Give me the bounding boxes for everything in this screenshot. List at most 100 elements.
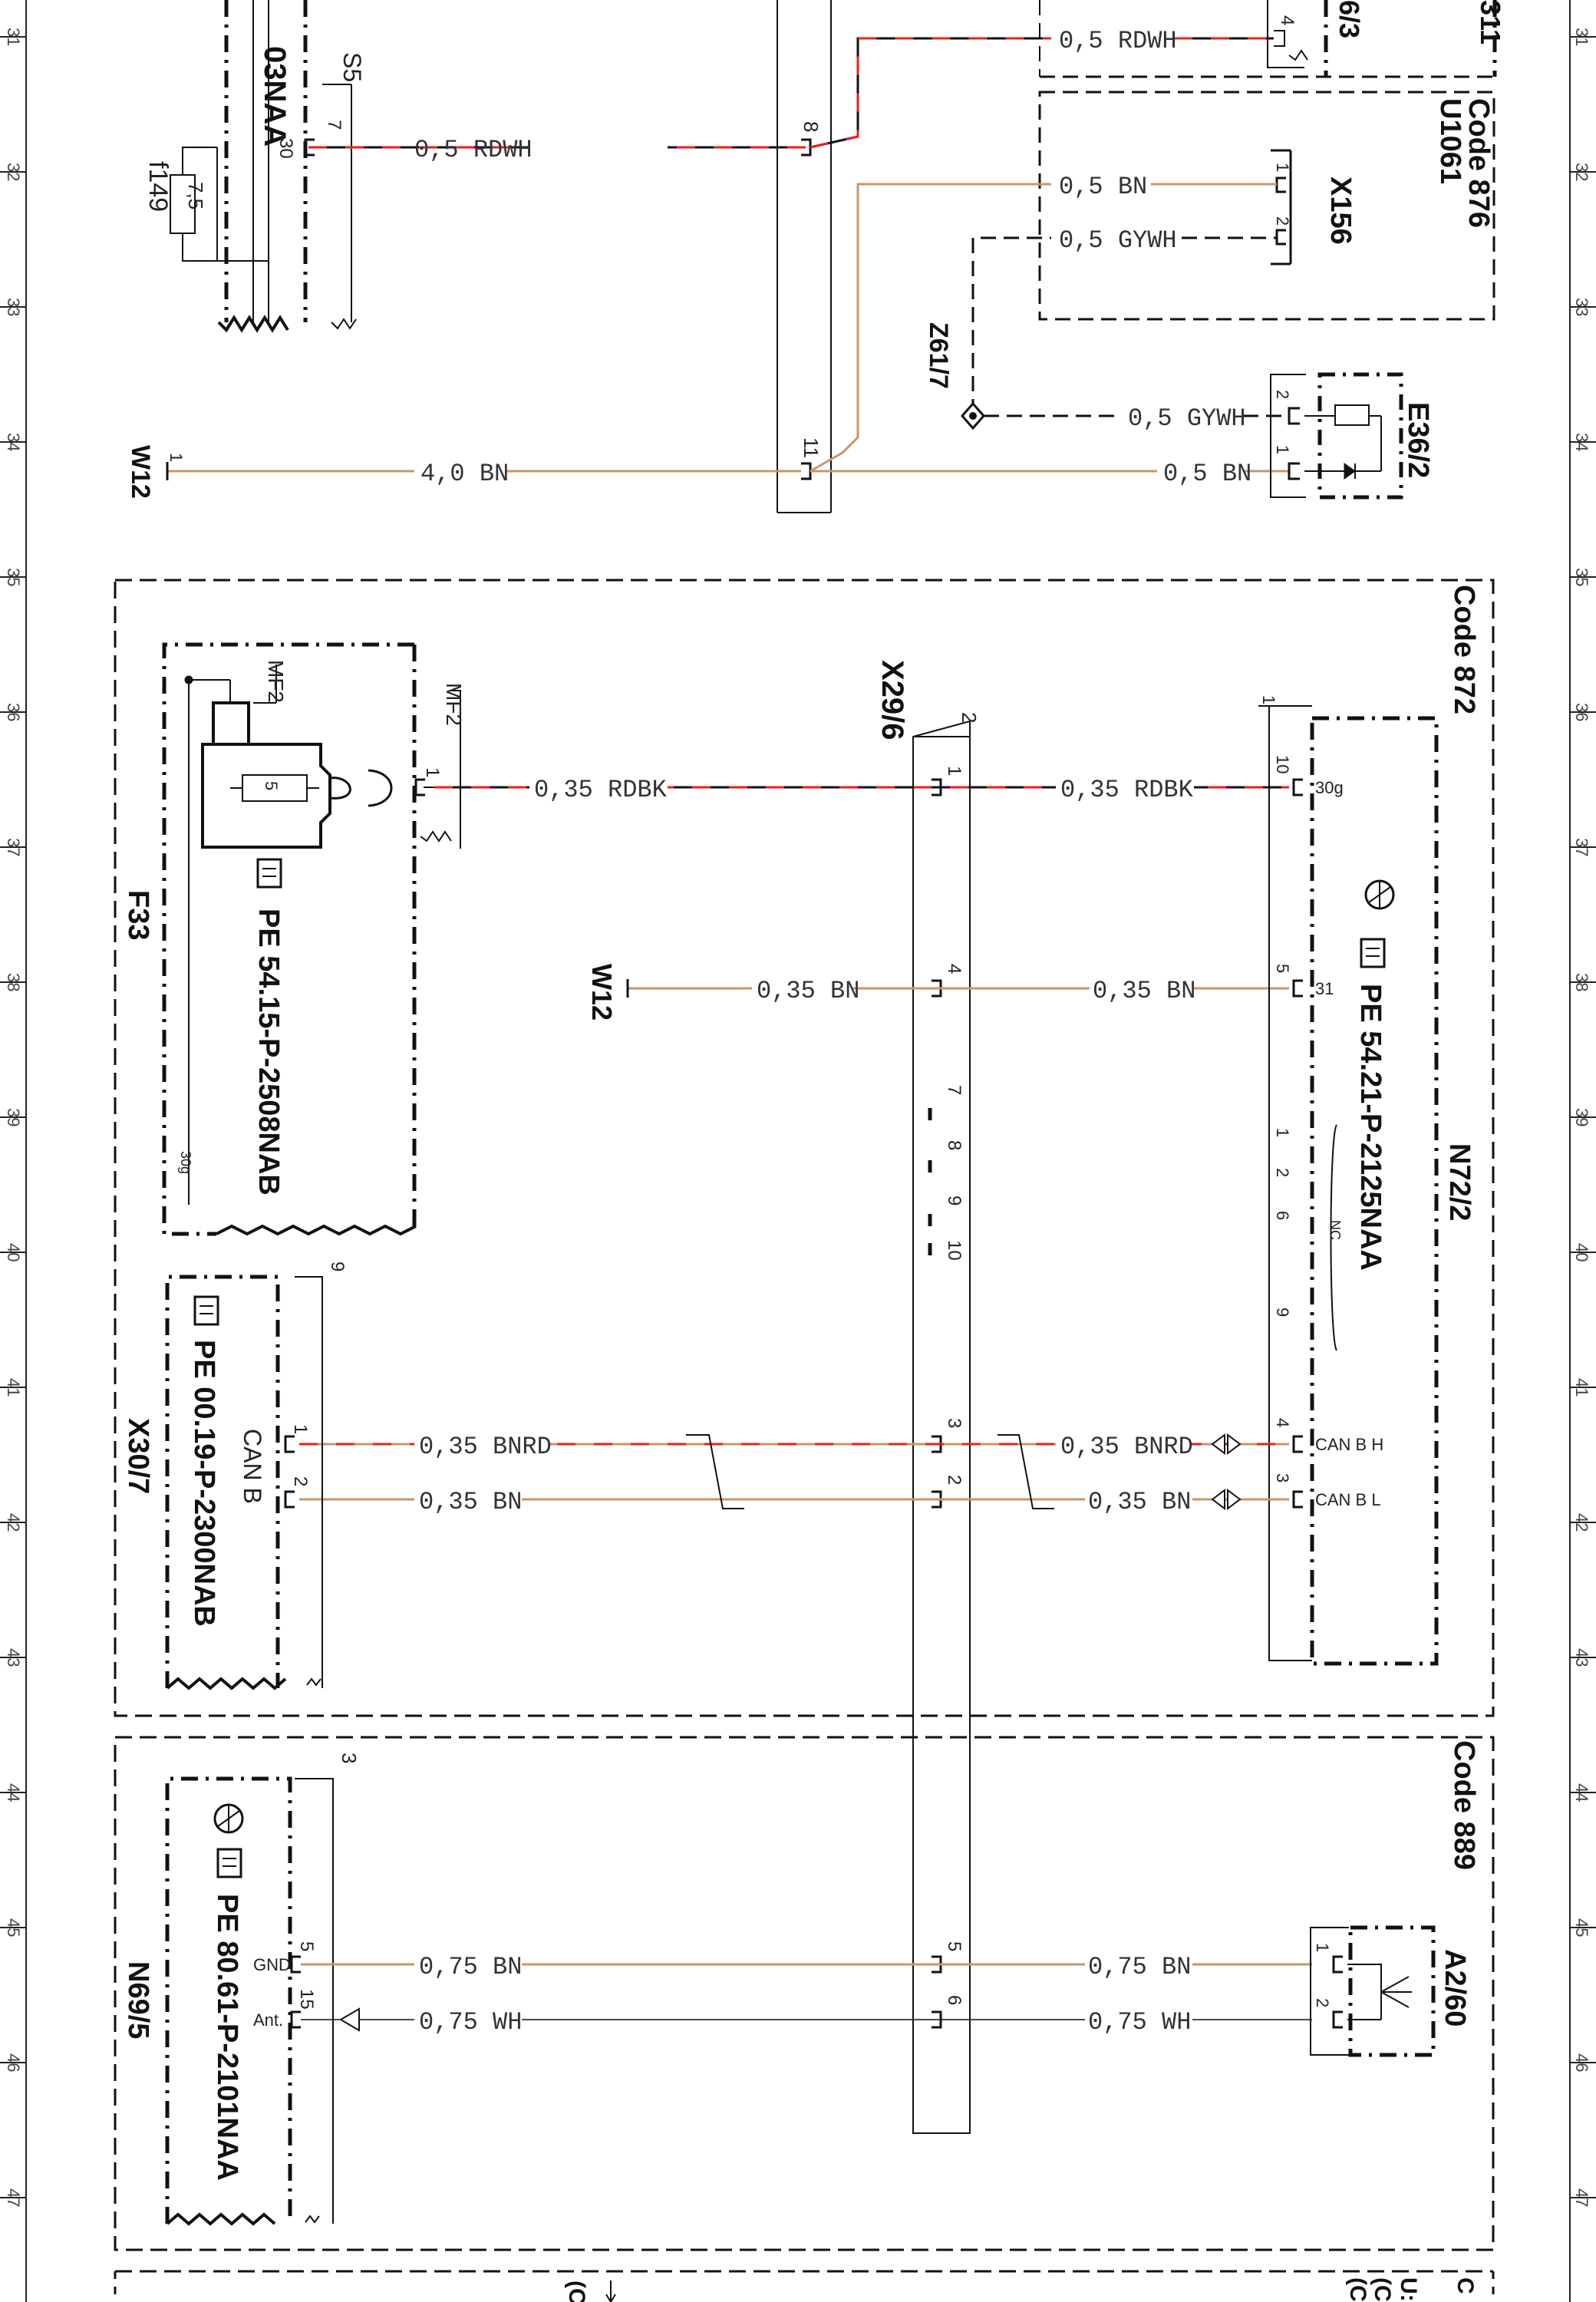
partial-right-63: 6/3 xyxy=(1334,0,1365,38)
wire-rdwh-left xyxy=(308,134,806,161)
wire-bn-w12-label: 0,35 BN xyxy=(757,977,859,1005)
grid-label-right: 38 xyxy=(1572,973,1591,991)
grid-label-right: 34 xyxy=(1572,433,1591,451)
f33-30g: 30g xyxy=(178,1151,193,1174)
n69-pe-icon xyxy=(216,1848,242,1878)
grid-label-left: 31 xyxy=(4,28,23,46)
wire-bnrd-left-label: 0,35 BNRD xyxy=(419,1433,552,1461)
grid-label-right: 47 xyxy=(1572,2188,1591,2207)
grid-label-left: 42 xyxy=(4,1513,23,1532)
code872-label: Code 872 xyxy=(1448,585,1480,714)
wire-075bn xyxy=(301,1951,1312,1978)
n69-label: N69/5 xyxy=(122,1961,154,2039)
wire-40bn-label: 4,0 BN xyxy=(420,460,509,488)
x30-pe-ref: PE 00.19-P-2300NAB xyxy=(188,1340,220,1627)
n72-pin4: 4 xyxy=(1273,1418,1292,1427)
fuse5-label: 5 xyxy=(262,781,281,790)
grid-label-right: 31 xyxy=(1572,28,1591,46)
n69-ant: Ant. xyxy=(253,2010,283,2030)
n69-p5: 5 xyxy=(296,1941,317,1951)
x29-p7: 7 xyxy=(944,1085,965,1095)
mf2-label-b: MF2 xyxy=(442,683,466,726)
grid-label-left: 37 xyxy=(4,838,23,856)
n72-31: 31 xyxy=(1315,979,1334,998)
e36-label: E36/2 xyxy=(1402,402,1434,478)
wire-bn-x156-label: 0,5 BN xyxy=(1059,173,1147,201)
n72-pe-ref: PE 54.21-P-2125NAA xyxy=(1354,984,1387,1271)
grid-label-right: 44 xyxy=(1572,1783,1591,1802)
x30-pin9: 9 xyxy=(327,1261,348,1271)
code889-box xyxy=(114,1736,1495,2251)
x29-p2: 2 xyxy=(944,1475,965,1485)
grid-label-left: 40 xyxy=(4,1243,23,1261)
grid-label-right: 43 xyxy=(1572,1648,1591,1667)
f149-rating: 7,5 xyxy=(184,182,207,209)
n69-pe-ref: PE 80.61-P-2101NAA xyxy=(211,1894,243,2181)
n72-30g: 30g xyxy=(1315,778,1344,797)
top-center-connector xyxy=(777,0,832,513)
a2-component xyxy=(1310,1925,1436,2057)
x29-p1: 1 xyxy=(944,766,965,776)
pin8-label: 8 xyxy=(800,121,823,132)
n72-pe-icon xyxy=(1360,938,1386,968)
pin-marker-30 xyxy=(304,138,315,157)
wire-075bn-left-label: 0,75 BN xyxy=(419,1953,522,1981)
x30-pe-icon xyxy=(193,1295,219,1326)
code872-box xyxy=(114,579,1495,1717)
n72-pin5: 5 xyxy=(1273,964,1292,973)
wire-075wh-right-label: 0,75 WH xyxy=(1088,2008,1191,2037)
bottom-partial-c5: C xyxy=(1453,2277,1478,2294)
x30-canb: CAN B xyxy=(239,1429,266,1504)
grid-label-right: 42 xyxy=(1572,1513,1591,1532)
x29-p8: 8 xyxy=(944,1140,965,1150)
n72-p9: 9 xyxy=(1273,1308,1292,1317)
w12-top-label: W12 xyxy=(126,445,155,499)
wire-can-l-left-label: 0,35 BN xyxy=(419,1488,522,1516)
z61-splice xyxy=(961,401,1120,430)
grid-label-right: 32 xyxy=(1572,163,1591,181)
wire-bn-w12 xyxy=(626,975,1289,1002)
n69-p15: 15 xyxy=(296,1989,317,2010)
e36-pin2: 2 xyxy=(1273,390,1292,399)
x156-label: X156 xyxy=(1324,176,1357,245)
grid-label-left: 39 xyxy=(4,1108,23,1126)
grid-frame xyxy=(25,0,1571,2302)
n72-nc: NC xyxy=(1327,1220,1343,1240)
bottom-partial-c1: (C xyxy=(564,2281,589,2302)
code876-label: Code 876 xyxy=(1462,98,1495,228)
n69-component xyxy=(165,1776,334,2226)
x29-p9: 9 xyxy=(944,1196,965,1205)
wire-can-l xyxy=(299,1486,1289,1513)
x156-pin1: 1 xyxy=(1273,163,1292,172)
wire-gywh-e36-label: 0,5 GYWH xyxy=(1128,404,1246,433)
x29-p4: 4 xyxy=(944,964,965,974)
wire-can-l-right-label: 0,35 BN xyxy=(1088,1488,1191,1516)
x29-pin-markers xyxy=(932,778,942,2029)
grid-label-right: 45 xyxy=(1572,1918,1591,1937)
x156-pin2: 2 xyxy=(1273,216,1292,226)
n72-pin10: 10 xyxy=(1273,755,1292,773)
grid-label-left: 36 xyxy=(4,703,23,721)
grid-label-left: 46 xyxy=(4,2053,23,2072)
x30-p1: 1 xyxy=(290,1424,311,1434)
z61-label: Z61/7 xyxy=(924,322,953,389)
n72-label: N72/2 xyxy=(1443,1143,1476,1221)
f33-pe-ref: PE 54.15-P-2508NAB xyxy=(252,909,285,1196)
w12-label: W12 xyxy=(586,964,618,1021)
wire-bn-x156 xyxy=(810,183,1277,473)
grid-label-left: 35 xyxy=(4,568,23,586)
bottom-partial-c4: (C xyxy=(1345,2277,1370,2302)
grid-label-left: 33 xyxy=(4,298,23,316)
x30-p2: 2 xyxy=(290,1476,311,1486)
x29-p10: 10 xyxy=(944,1240,965,1261)
can-connectors-n72 xyxy=(1211,1433,1242,1510)
bottom-partial-c2: U: xyxy=(1396,2277,1421,2302)
grid-label-right: 37 xyxy=(1572,838,1591,856)
n72-p2: 2 xyxy=(1273,1168,1292,1177)
grid-label-right: 36 xyxy=(1572,703,1591,721)
x29-p5: 5 xyxy=(944,1941,965,1951)
wire-rdbk-left-label: 0,35 RDBK xyxy=(534,776,668,804)
grid-label-right: 40 xyxy=(1572,1243,1591,1261)
